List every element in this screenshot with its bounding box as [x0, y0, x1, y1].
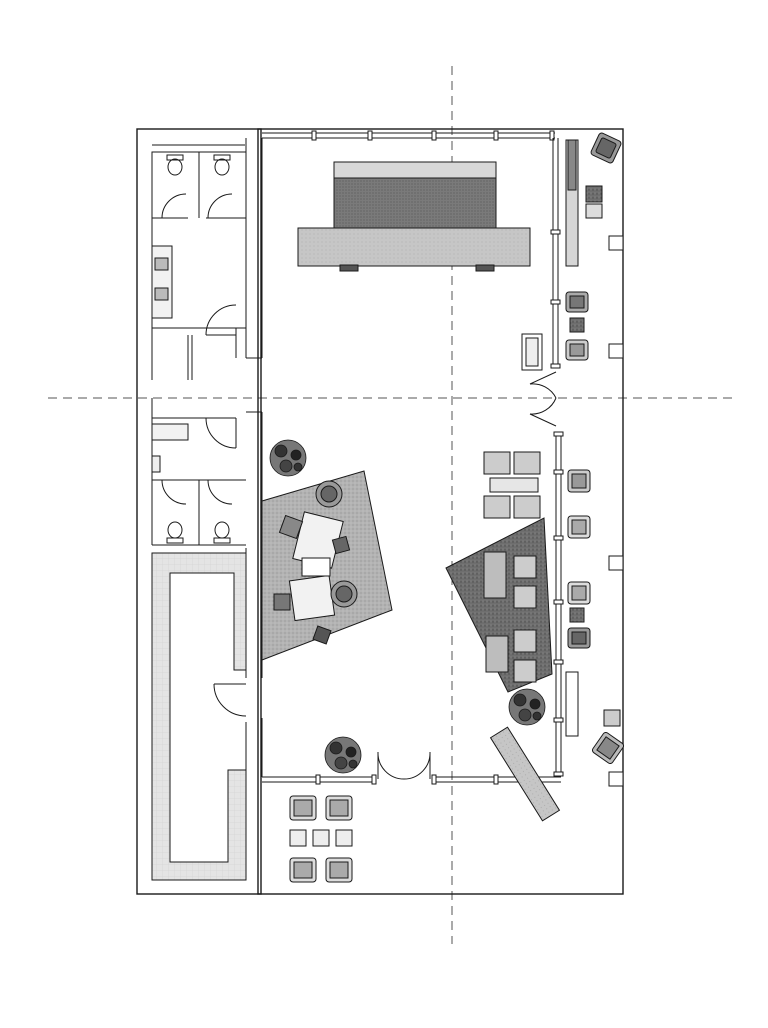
stool-icon — [278, 514, 304, 540]
main-hall-outline — [257, 128, 624, 895]
plant-icon — [324, 736, 362, 774]
armchair-icon — [590, 132, 622, 164]
stage-deck — [297, 227, 531, 267]
vanity-counter — [151, 245, 173, 319]
mullions-top — [311, 130, 555, 141]
utility-sink — [151, 423, 189, 441]
appliance-icon — [151, 455, 161, 473]
sink-icon — [154, 257, 169, 271]
west-lounge — [261, 470, 393, 661]
west-entry-door — [213, 683, 247, 717]
service-door-lower — [205, 417, 237, 449]
toilet-icon — [213, 154, 231, 176]
plant-icon — [508, 688, 546, 726]
south-double-door — [377, 751, 431, 780]
service-door-upper — [205, 304, 237, 336]
washroom-block-lower — [151, 398, 262, 546]
toilet-icon — [166, 154, 184, 176]
armchair-icon — [565, 291, 589, 313]
bench — [565, 671, 579, 737]
toilet-icon — [166, 521, 184, 544]
armchair-icon — [591, 731, 625, 765]
armchair-icon — [289, 857, 317, 883]
armchair-icon — [567, 515, 591, 539]
cafe-table — [289, 829, 307, 847]
armchair-icon — [567, 581, 591, 605]
service-strip-outline — [136, 128, 262, 895]
sink-icon — [154, 287, 169, 301]
cafe-table — [335, 829, 353, 847]
terrace-seating — [289, 795, 353, 883]
doors — [205, 304, 557, 780]
armchair-icon — [289, 795, 317, 821]
planter-counter — [151, 552, 247, 881]
armchair-icon — [325, 857, 353, 883]
table-group-lower — [483, 551, 537, 683]
stool-icon — [312, 625, 332, 645]
round-chair-icon — [315, 480, 343, 508]
coffee-table — [288, 574, 336, 622]
section-axis-lines — [48, 66, 735, 944]
side-table — [603, 709, 621, 727]
armchair-icon — [325, 795, 353, 821]
long-bench — [489, 726, 561, 822]
washroom-block-upper — [151, 151, 262, 380]
east-furniture — [521, 132, 625, 787]
armchair-icon — [565, 339, 589, 361]
plants — [269, 439, 546, 774]
armchair-icon — [567, 627, 591, 649]
toilet-icon — [213, 521, 231, 544]
armchair-icon — [567, 469, 591, 493]
east-double-door — [529, 371, 557, 427]
side-table — [569, 317, 585, 333]
stool-icon — [331, 535, 351, 555]
table-group-upper — [483, 451, 541, 519]
cafe-table — [312, 829, 330, 847]
east-lounge — [445, 451, 561, 822]
storage-crate — [585, 203, 603, 219]
stage-platform — [297, 161, 531, 272]
stool-icon — [273, 593, 291, 611]
storage-crate — [585, 185, 603, 203]
side-table — [569, 607, 585, 623]
plant-icon — [269, 439, 307, 477]
round-chair-icon — [330, 580, 358, 608]
